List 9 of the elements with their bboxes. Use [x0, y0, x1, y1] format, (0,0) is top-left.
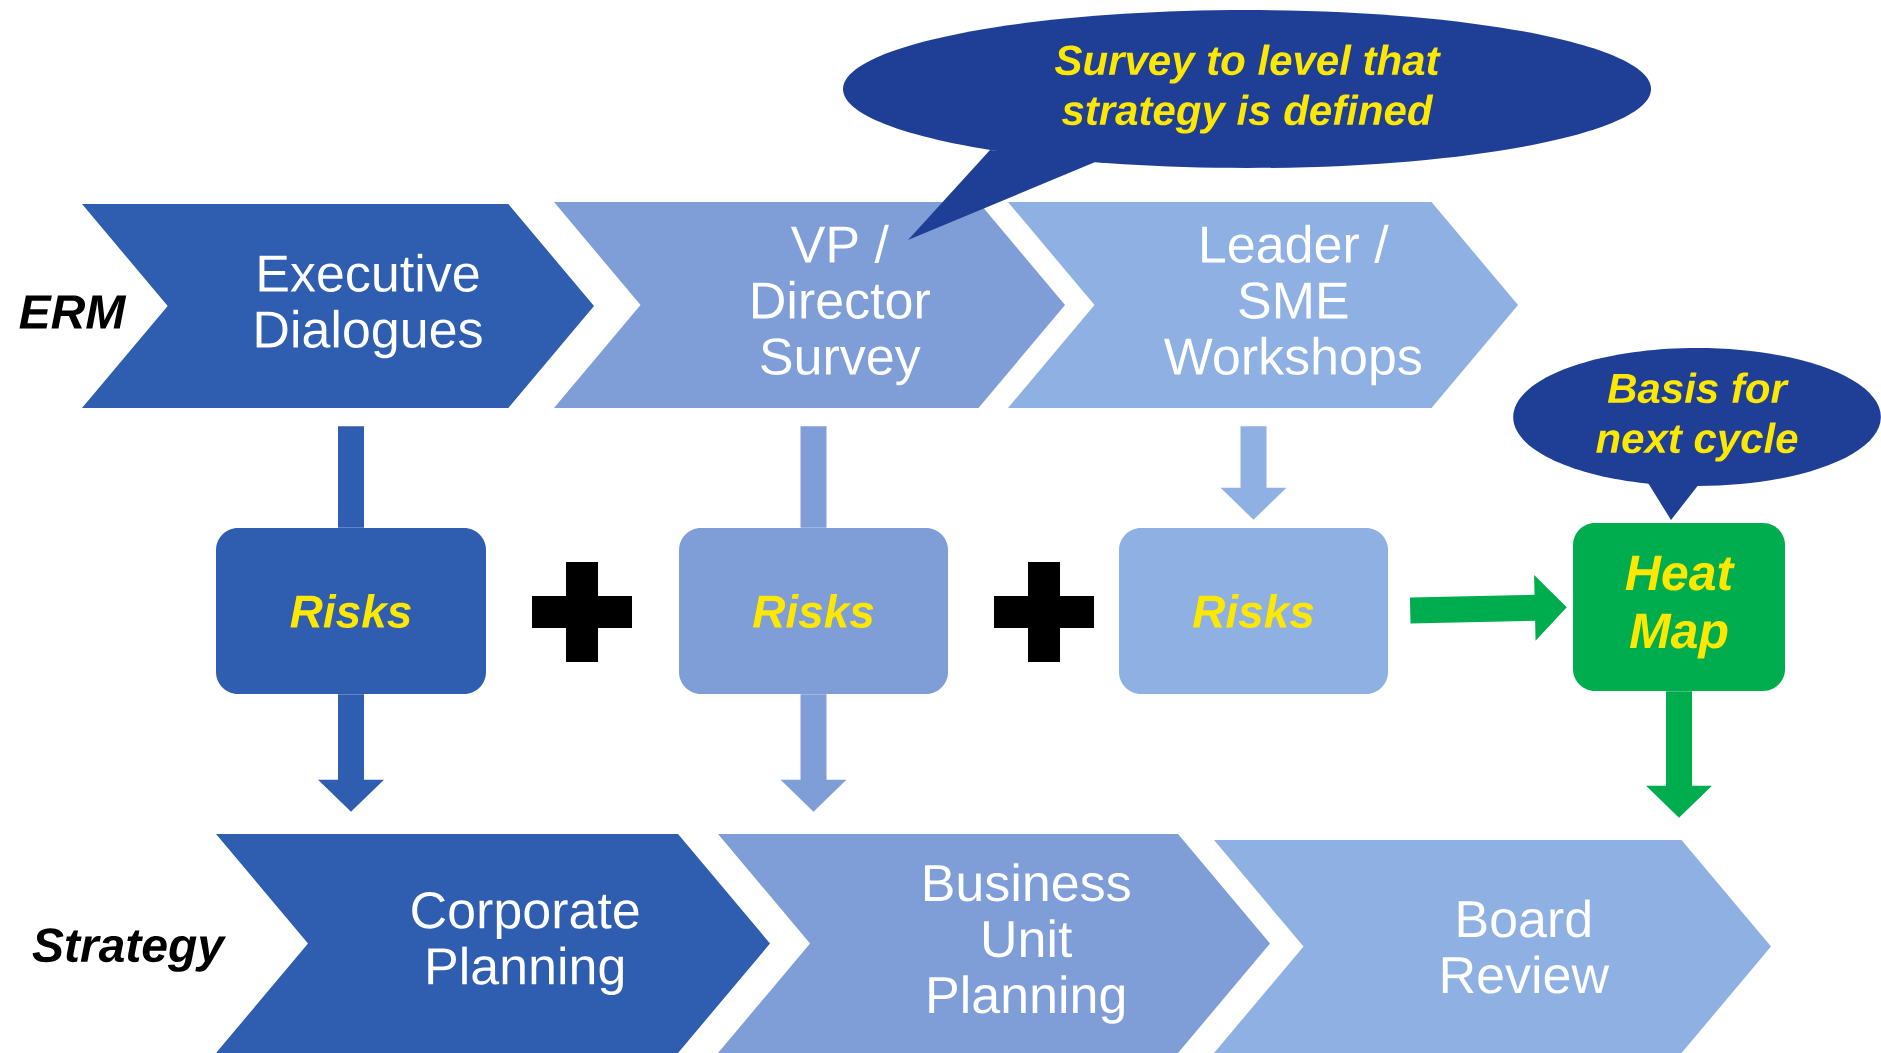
rounded-box: Risks — [679, 528, 948, 694]
process-step: VP / Director Survey — [554, 202, 1065, 408]
process-step: Leader / SME Workshops — [1008, 202, 1518, 408]
process-step: Board Review — [1214, 840, 1771, 1053]
rounded-box: Heat Map — [1573, 523, 1785, 691]
speech-bubble: Basis for next cycle — [1513, 348, 1881, 520]
process-step: Business Unit Planning — [718, 834, 1270, 1053]
rounded-box: Risks — [1119, 528, 1388, 694]
rounded-box: Risks — [216, 528, 486, 694]
